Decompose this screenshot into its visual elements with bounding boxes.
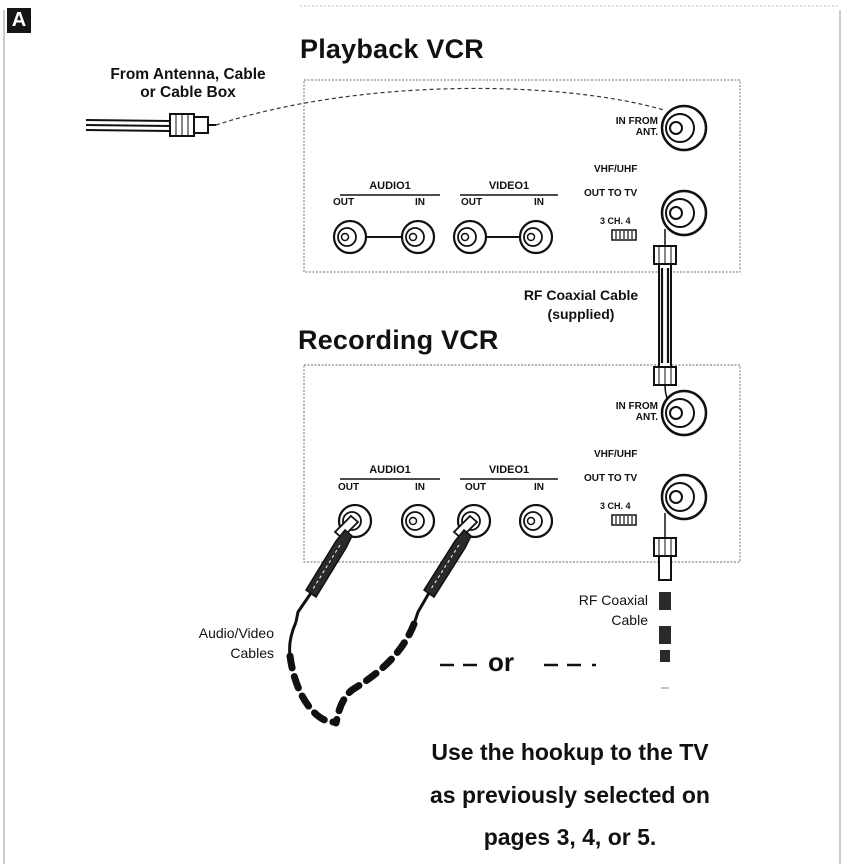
av-cables-label: Audio/Video Cables — [198, 625, 274, 661]
playback-in-from-ant-label: IN FROM ANT. — [615, 116, 658, 138]
playback-channel-switch-label: 3 CH. 4 — [600, 216, 631, 226]
playback-audio-in-jack — [400, 219, 436, 255]
playback-out-to-tv-label: OUT TO TV — [584, 188, 638, 199]
playback-channel-switch — [611, 229, 637, 241]
recording-audio-group-label: AUDIO1 — [369, 464, 411, 476]
recording-video-group-label: VIDEO1 — [488, 464, 530, 476]
playback-audio-group-label: AUDIO1 — [369, 180, 411, 192]
rf-coaxial-cable-output — [653, 513, 677, 689]
or-label: or — [488, 647, 514, 677]
recording-video-out-label: OUT — [465, 482, 487, 493]
playback-audio-in-label: IN — [415, 197, 425, 208]
recording-vcr-panel — [303, 364, 741, 563]
playback-vhf-uhf-label: VHF/UHF — [594, 164, 638, 175]
video-cable-plug — [412, 514, 479, 625]
playback-out-to-tv-jack — [660, 189, 708, 237]
antenna-source-label: From Antenna, Cable or Cable Box — [110, 66, 266, 101]
recording-out-to-tv-jack — [660, 473, 708, 521]
recording-channel-switch — [611, 514, 637, 526]
playback-video-out-jack — [452, 219, 488, 255]
recording-vcr-title: Recording VCR — [298, 325, 499, 355]
playback-vcr-title: Playback VCR — [300, 34, 484, 64]
playback-audio-out-jack — [332, 219, 368, 255]
recording-out-to-tv-label: OUT TO TV — [584, 473, 638, 484]
recording-audio-out-label: OUT — [338, 482, 360, 493]
antenna-dashed-route — [215, 87, 665, 126]
recording-in-from-ant-label: IN FROM ANT. — [615, 401, 658, 423]
figure-label-badge: A — [7, 8, 31, 33]
av-cable-dashed-route — [286, 620, 418, 727]
recording-channel-switch-label: 3 CH. 4 — [600, 501, 631, 511]
recording-ant-in-jack — [660, 389, 708, 437]
playback-video-in-jack — [518, 219, 554, 255]
playback-video-group-label: VIDEO1 — [488, 180, 530, 192]
recording-audio-in-label: IN — [415, 482, 425, 493]
recording-vhf-uhf-label: VHF/UHF — [594, 449, 638, 460]
playback-ant-in-jack — [660, 104, 708, 152]
playback-audio-out-label: OUT — [333, 197, 355, 208]
rf-coaxial-cable-supplied — [653, 229, 677, 411]
rf-cable-supplied-label: RF Coaxial Cable (supplied) — [523, 287, 639, 322]
recording-video-in-jack — [518, 503, 554, 539]
recording-audio-in-jack — [400, 503, 436, 539]
playback-vcr-panel — [303, 79, 741, 273]
antenna-lead-cable — [85, 113, 216, 137]
instruction-text: Use the hookup to the TV as previously s… — [430, 739, 710, 851]
recording-video-in-label: IN — [534, 482, 544, 493]
playback-video-in-label: IN — [534, 197, 544, 208]
audio-cable-plug — [288, 514, 360, 657]
playback-video-out-label: OUT — [461, 197, 483, 208]
rf-cable-label: RF Coaxial Cable — [578, 592, 648, 628]
